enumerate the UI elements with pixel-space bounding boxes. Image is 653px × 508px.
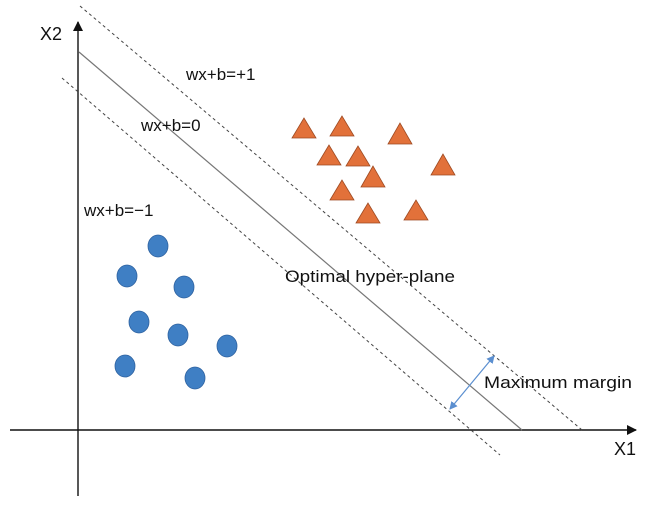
circle-marker [184,366,206,390]
triangle-marker [387,122,413,145]
triangle-marker [316,144,342,166]
circle-marker [216,334,238,358]
triangle-marker [360,165,386,188]
triangle-marker [329,179,355,201]
lower-line-label: wx+b=−1 [83,201,153,220]
triangle-marker [329,115,355,137]
margin-arrow [449,355,495,410]
circle-marker [128,310,150,334]
positive-class-markers [291,115,456,224]
circle-marker [116,264,138,288]
x-axis-label: X1 [614,439,636,459]
lower-margin-line [61,77,501,456]
triangle-marker [355,202,381,224]
y-axis-label: X2 [40,24,62,44]
circle-marker [167,323,189,347]
circle-marker [147,234,169,258]
negative-class-markers [114,234,238,390]
triangle-marker [291,117,317,139]
upper-margin-line [79,5,583,431]
middle-line-label: wx+b=0 [140,116,201,135]
upper-line-label: wx+b=+1 [185,65,255,84]
triangle-marker [430,153,456,176]
triangle-marker [345,145,371,167]
triangle-marker [403,199,429,221]
circle-marker [114,354,136,378]
margin-label: Maximum margin [484,373,632,392]
hyperplane-label: Optimal hyper-plane [285,267,455,286]
circle-marker [173,275,195,299]
hyperplane-line [78,51,523,431]
